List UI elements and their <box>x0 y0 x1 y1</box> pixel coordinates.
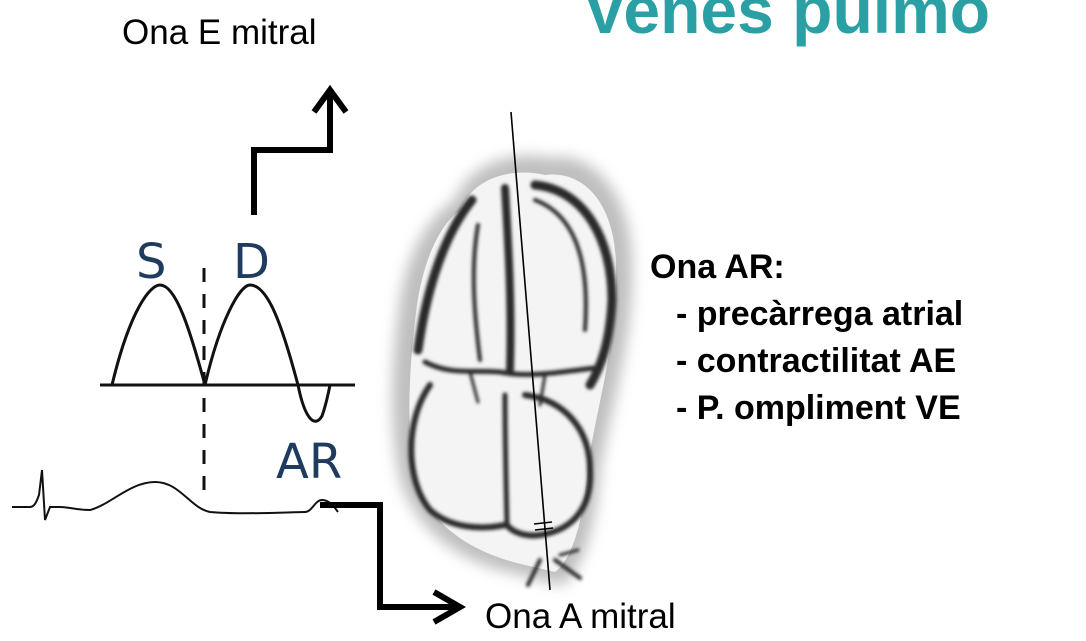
ar-info-block: Ona AR: - precàrrega atrial - contractil… <box>650 244 963 432</box>
e-wave-arrow <box>254 90 346 215</box>
heart-illustration <box>392 112 632 590</box>
ar-info-heading: Ona AR: <box>650 244 963 291</box>
ar-info-item-preload: - precàrrega atrial <box>650 291 963 338</box>
ar-info-item-filling-pressure: - P. ompliment VE <box>650 385 963 432</box>
ar-info-item-contractility: - contractilitat AE <box>650 338 963 385</box>
s-wave-label: S <box>136 237 166 287</box>
ar-wave-label: AR <box>276 437 342 487</box>
d-wave <box>205 285 330 421</box>
d-wave-label: D <box>233 237 270 287</box>
s-wave <box>112 285 205 385</box>
